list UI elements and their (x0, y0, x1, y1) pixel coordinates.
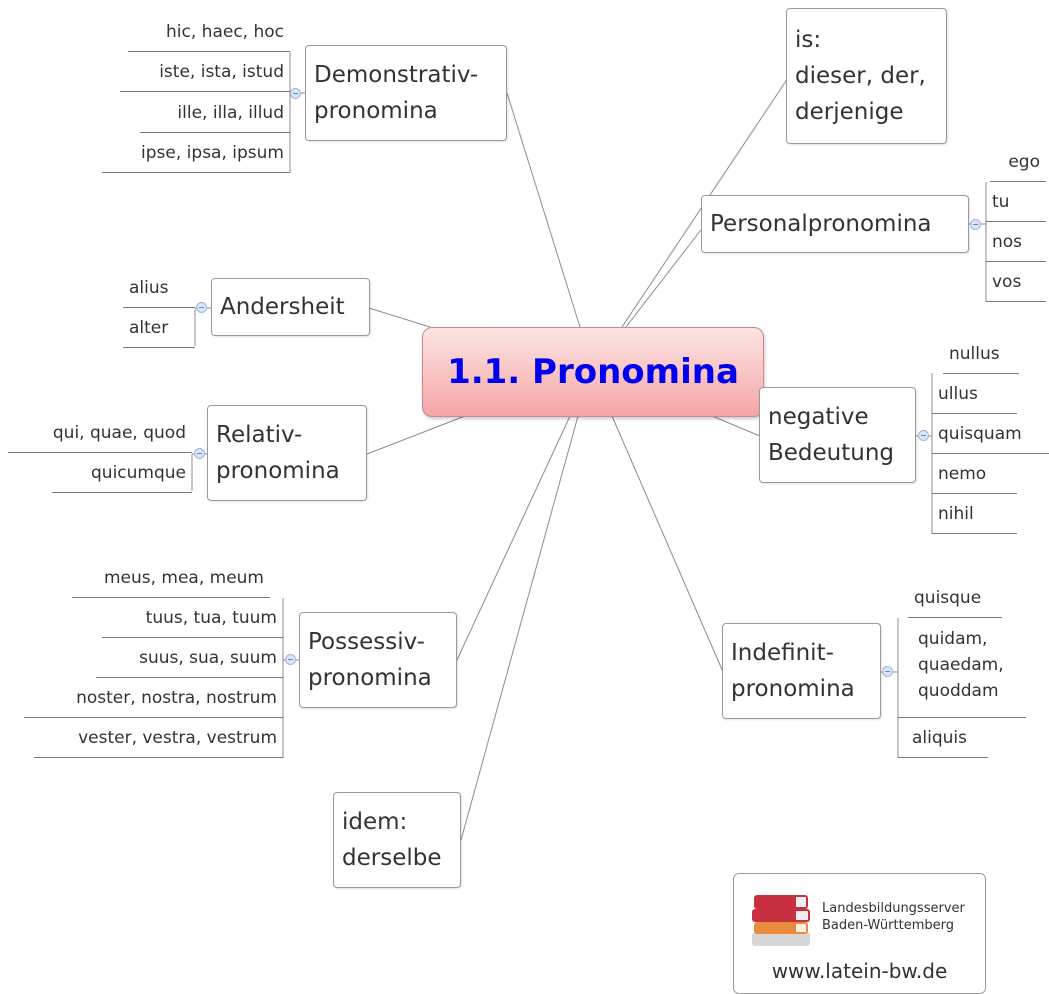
leaf-possessiv[interactable]: meus, mea, meum (72, 558, 270, 598)
leaf-relativ[interactable]: quicumque (52, 453, 192, 493)
collapse-toggle-icon[interactable] (290, 88, 301, 99)
topic-line: is: (795, 27, 822, 53)
leaf-line: quaedam, (918, 655, 1004, 675)
topic-line: pronomina (314, 98, 438, 124)
collapse-toggle-icon[interactable] (196, 302, 207, 313)
leaf-andersheit[interactable]: alter (123, 308, 195, 348)
leaf-possessiv[interactable]: vester, vestra, vestrum (34, 718, 283, 758)
logo-url[interactable]: www.latein-bw.de (771, 959, 948, 983)
leaf-indefinit[interactable]: aliquis (898, 718, 988, 758)
leaf-negative[interactable]: ullus (932, 374, 1017, 414)
leaf-indefinit-multiline[interactable]: quidam, quaedam, quoddam (898, 618, 1026, 718)
leaf-possessiv[interactable]: noster, nostra, nostrum (24, 678, 283, 718)
collapse-toggle-icon[interactable] (918, 430, 929, 441)
topic-line: Andersheit (220, 294, 345, 320)
leaf-negative[interactable]: nullus (943, 334, 1019, 374)
leaf-personal[interactable]: tu (986, 182, 1046, 222)
central-topic[interactable]: 1.1. Pronomina (422, 327, 764, 417)
collapse-toggle-icon[interactable] (970, 219, 981, 230)
logo-line1: Landesbildungsserver (822, 901, 965, 916)
topic-line: derjenige (795, 99, 904, 125)
topic-line: Relativ- (216, 422, 303, 448)
leaf-line: quidam, (918, 629, 988, 649)
logo-name: Landesbildungsserver Baden-Württemberg (822, 900, 965, 934)
topic-idem[interactable]: idem: derselbe (333, 792, 461, 888)
logo-line2: Baden-Württemberg (822, 918, 954, 933)
collapse-toggle-icon[interactable] (882, 666, 893, 677)
topic-possessivpronomina[interactable]: Possessiv- pronomina (299, 612, 457, 708)
topic-andersheit[interactable]: Andersheit (211, 278, 370, 336)
leaf-personal[interactable]: vos (986, 262, 1046, 302)
leaf-negative[interactable]: nihil (932, 494, 1017, 534)
leaf-relativ[interactable]: qui, quae, quod (8, 413, 192, 453)
collapse-toggle-icon[interactable] (194, 448, 205, 459)
leaf-negative[interactable]: quisquam (932, 414, 1049, 454)
leaf-personal[interactable]: nos (986, 222, 1046, 262)
topic-line: dieser, der, (795, 63, 926, 89)
leaf-demonstrativ[interactable]: hic, haec, hoc (128, 12, 290, 52)
topic-personalpronomina[interactable]: Personalpronomina (701, 195, 969, 253)
topic-line: Demonstrativ- (314, 62, 479, 88)
leaf-indefinit[interactable]: quisque (908, 578, 1002, 618)
leaf-possessiv[interactable]: suus, sua, suum (96, 638, 283, 678)
topic-line: pronomina (308, 665, 432, 691)
leaf-demonstrativ[interactable]: ille, illa, illud (140, 93, 290, 133)
topic-indefinitpronomina[interactable]: Indefinit- pronomina (722, 623, 881, 719)
topic-line: negative (768, 404, 869, 430)
logo-box[interactable]: Landesbildungsserver Baden-Württemberg w… (733, 873, 986, 994)
topic-line: Indefinit- (731, 640, 834, 666)
topic-is[interactable]: is: dieser, der, derjenige (786, 8, 947, 144)
topic-negative-bedeutung[interactable]: negative Bedeutung (759, 387, 916, 483)
books-icon (752, 895, 810, 946)
topic-line: pronomina (731, 676, 855, 702)
collapse-toggle-icon[interactable] (285, 654, 296, 665)
leaf-demonstrativ[interactable]: ipse, ipsa, ipsum (102, 133, 290, 173)
topic-relativpronomina[interactable]: Relativ- pronomina (207, 405, 367, 501)
leaf-personal[interactable]: ego (990, 142, 1046, 182)
topic-line: Personalpronomina (710, 211, 932, 237)
topic-line: pronomina (216, 458, 340, 484)
topic-line: Bedeutung (768, 440, 895, 466)
topic-line: idem: (342, 809, 408, 835)
leaf-negative[interactable]: nemo (932, 454, 1017, 494)
leaf-andersheit[interactable]: alius (123, 268, 195, 308)
topic-line: Possessiv- (308, 629, 425, 655)
leaf-line: quoddam (918, 681, 999, 701)
topic-line: derselbe (342, 845, 442, 871)
topic-demonstrativpronomina[interactable]: Demonstrativ- pronomina (305, 45, 507, 141)
leaf-possessiv[interactable]: tuus, tua, tuum (102, 598, 283, 638)
leaf-demonstrativ[interactable]: iste, ista, istud (120, 52, 290, 92)
